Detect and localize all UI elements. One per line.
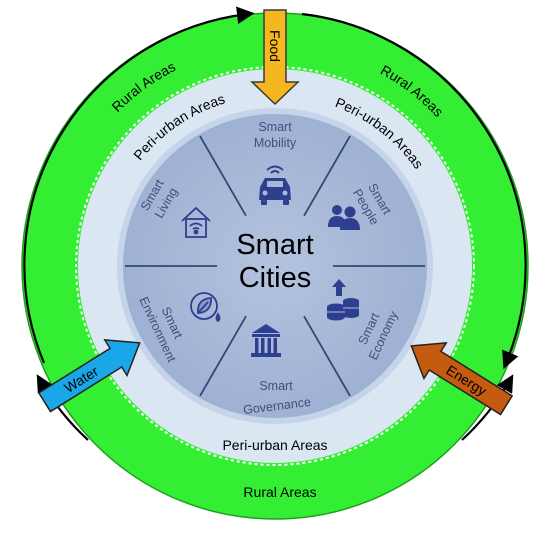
segment-divider [303, 135, 351, 217]
smart-home-icon [181, 206, 211, 238]
cycle-arrow-top-right [301, 12, 527, 370]
segment-mobility-line2: Mobility [254, 136, 297, 150]
cycle-arrow-top-left [23, 6, 255, 364]
car-icon [259, 165, 291, 205]
city-disk [123, 114, 427, 418]
bank-icon [251, 324, 281, 357]
segment-dividers [125, 135, 425, 397]
food-arrow: Food [250, 9, 300, 106]
rural-label-bottom: Rural Areas [243, 484, 316, 500]
segment-divider [199, 315, 247, 397]
segment-divider [199, 135, 247, 217]
leaf-icon [190, 292, 221, 323]
people-icon [328, 205, 360, 230]
cycle-arrows [23, 6, 527, 441]
center-title-line1: Smart [236, 229, 313, 261]
periurban-label-bottom: Peri-urban Areas [222, 437, 327, 453]
coins-icon [327, 279, 359, 321]
center-title-line2: Cities [239, 262, 312, 294]
segment-divider [303, 315, 351, 397]
segment-governance-line1: Smart [259, 379, 293, 393]
cycle-arrow-bottom-left [36, 374, 89, 441]
food-arrow-label: Food [267, 30, 283, 62]
cycle-arrow-bottom-right [461, 374, 514, 441]
segment-mobility-line1: Smart [258, 120, 292, 134]
